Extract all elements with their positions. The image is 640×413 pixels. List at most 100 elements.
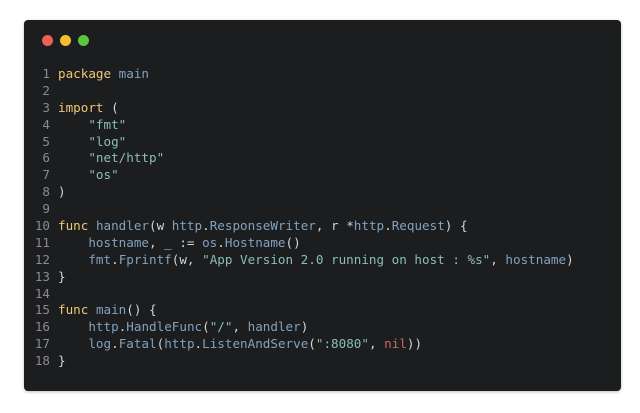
code-token: ( — [156, 336, 165, 352]
code-token: , _ := — [149, 234, 203, 250]
code-line: 5 "log" — [24, 134, 621, 151]
code-token: } — [58, 268, 66, 284]
code-token: () { — [126, 302, 157, 318]
code-token — [58, 167, 88, 182]
line-code: http.HandleFunc("/", handler) — [58, 319, 308, 336]
code-token: Fatal — [118, 336, 157, 352]
code-token: , — [232, 319, 248, 335]
line-code: import ( — [58, 100, 119, 117]
line-number: 8 — [42, 184, 50, 200]
code-token: nil — [384, 336, 407, 352]
line-code: package main — [58, 66, 149, 83]
line-number: 4 — [42, 116, 50, 132]
line-number: 10 — [34, 218, 50, 234]
code-token: HandleFunc — [126, 319, 203, 335]
line-code: func handler(w http.ResponseWriter, r *h… — [58, 218, 468, 235]
code-token: Hostname — [224, 234, 286, 250]
code-token — [58, 117, 88, 132]
line-code: "os" — [58, 167, 119, 184]
code-token — [88, 302, 96, 317]
code-token: hostname — [88, 234, 150, 250]
code-token: http — [171, 218, 203, 234]
code-line: 18} — [24, 353, 621, 370]
code-line: 11 hostname, _ := os.Hostname() — [24, 235, 621, 252]
code-line: 17 log.Fatal(http.ListenAndServe(":8080"… — [24, 336, 621, 353]
code-token: } — [58, 353, 66, 369]
code-token: package — [58, 66, 112, 81]
line-code: hostname, _ := os.Hostname() — [58, 234, 301, 252]
code-token — [58, 336, 88, 351]
code-token: (w — [149, 218, 172, 234]
code-token: http — [164, 336, 195, 352]
code-token: . — [202, 218, 210, 234]
code-line: 15 func main() { — [24, 302, 621, 319]
code-token — [88, 218, 96, 233]
code-token: func — [58, 302, 89, 318]
code-token: "log" — [88, 133, 127, 149]
code-token: Fprintf — [118, 251, 172, 267]
line-number: 2 — [42, 82, 50, 98]
code-token: ) — [300, 319, 309, 335]
code-token: Request — [391, 218, 445, 234]
code-token: () — [285, 234, 301, 250]
code-token: ) — [566, 251, 574, 267]
code-token: (w, — [171, 251, 203, 267]
line-code: ) — [58, 184, 66, 201]
code-line: 6 "net/http" — [24, 150, 621, 167]
code-token: http — [353, 218, 385, 234]
code-token: )) — [406, 336, 423, 352]
code-token: fmt — [88, 251, 112, 267]
code-token: . — [217, 234, 225, 250]
line-number: 13 — [34, 268, 50, 284]
code-token: ) { — [444, 218, 468, 234]
line-code: "log" — [58, 134, 126, 151]
window-controls — [42, 35, 89, 46]
code-token: import — [58, 99, 104, 115]
code-token: main — [118, 66, 150, 81]
line-number: 15 — [34, 302, 50, 318]
code-token: ( — [202, 319, 210, 335]
code-line: 2 — [24, 83, 621, 100]
code-token: "App Version 2.0 running on host : %s" — [202, 251, 491, 267]
line-code: } — [58, 269, 66, 286]
code-token: "/" — [209, 319, 233, 335]
code-token: handler — [247, 319, 301, 335]
line-number: 3 — [42, 99, 50, 115]
minimize-dot-icon[interactable] — [60, 35, 71, 46]
code-token: "fmt" — [88, 116, 127, 132]
line-code: } — [58, 353, 66, 370]
code-line: 12 fmt.Fprintf(w, "App Version 2.0 runni… — [24, 252, 621, 269]
code-token — [58, 150, 88, 165]
line-number: 9 — [42, 201, 50, 217]
code-token: , — [490, 251, 506, 267]
code-token: . — [194, 336, 203, 352]
line-number: 7 — [42, 167, 50, 183]
code-token — [58, 134, 88, 149]
line-code: log.Fatal(http.ListenAndServe(":8080", n… — [58, 336, 422, 353]
code-token: ResponseWriter — [209, 218, 316, 234]
code-token: ( — [308, 336, 316, 352]
maximize-dot-icon[interactable] — [78, 35, 89, 46]
code-line: 4 "fmt" — [24, 117, 621, 134]
code-token: os — [202, 234, 218, 250]
code-token: ) — [58, 184, 66, 200]
code-token: hostname — [505, 251, 567, 267]
code-token: "os" — [88, 167, 119, 183]
code-line: 14 — [24, 286, 621, 303]
line-number: 1 — [42, 66, 50, 81]
close-dot-icon[interactable] — [42, 35, 53, 46]
code-token: "net/http" — [88, 150, 165, 166]
line-number: 6 — [42, 150, 50, 166]
code-line: 7 "os" — [24, 167, 621, 184]
line-code: "fmt" — [58, 117, 126, 134]
code-token: , — [368, 336, 385, 352]
line-code: fmt.Fprintf(w, "App Version 2.0 running … — [58, 251, 574, 269]
line-number: 12 — [34, 251, 50, 267]
line-number: 11 — [34, 234, 50, 250]
code-token: ":8080" — [315, 336, 369, 352]
line-code: func main() { — [58, 302, 157, 319]
code-token: . — [111, 251, 119, 267]
code-line: 8) — [24, 184, 621, 201]
code-line: 3 import ( — [24, 100, 621, 117]
